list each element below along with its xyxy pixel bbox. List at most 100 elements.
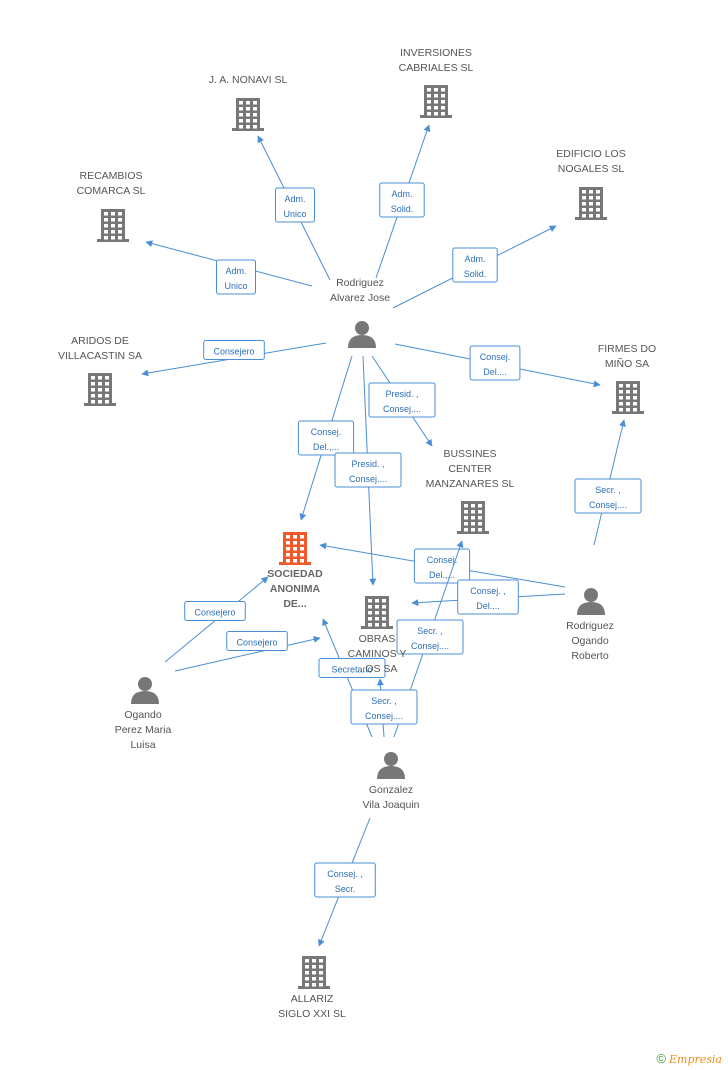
- edge-label-text: Consejero: [194, 608, 235, 618]
- node-obras[interactable]: OBRAS CAMINOS Y ...OS SA: [348, 596, 407, 675]
- node-label: Perez Maria: [115, 724, 172, 736]
- edge-label-text: Consejero: [213, 347, 254, 357]
- edge-label-text: Solid.: [391, 204, 414, 214]
- node-label: MIÑO SA: [605, 357, 649, 370]
- edge-label-box[interactable]: [203, 340, 265, 360]
- edge-label-box[interactable]: [297, 420, 355, 456]
- edge-label-box[interactable]: [452, 247, 498, 283]
- edge-label-text: Consej....: [411, 641, 449, 651]
- node-label: Vila Joaquin: [362, 799, 419, 811]
- edge-label-box[interactable]: [574, 478, 642, 514]
- node-firmes[interactable]: FIRMES DO MIÑO SA: [598, 343, 656, 414]
- edge-label-box[interactable]: [469, 345, 521, 381]
- node-label: RECAMBIOS: [79, 170, 142, 182]
- node-label: Gonzalez: [369, 784, 413, 796]
- edge-label-box[interactable]: [216, 259, 256, 295]
- node-label: ARIDOS DE: [71, 335, 129, 347]
- node-nonavi[interactable]: J. A. NONAVI SL: [209, 74, 288, 131]
- edge-label-box[interactable]: [396, 619, 464, 655]
- edge-label-text: Consej....: [349, 474, 387, 484]
- edge-line: [174, 635, 321, 672]
- node-label: DE...: [283, 598, 306, 610]
- edge-8: Presid. , Consej....: [334, 355, 402, 586]
- edge-label-text: Consej....: [365, 711, 403, 721]
- edge-label-text: Secr.: [335, 884, 356, 894]
- node-label: CAMINOS Y: [348, 648, 407, 660]
- node-label: ...OS SA: [357, 663, 398, 675]
- edge-label-text: Del....: [476, 601, 500, 611]
- edge-label-text: Consej....: [589, 500, 627, 510]
- edge-label-text: Adm.: [391, 189, 412, 199]
- copyright-symbol: ©: [656, 1051, 666, 1066]
- edge-2: Adm.Solid.: [392, 225, 557, 309]
- edge-label-text: Adm.: [225, 266, 246, 276]
- edge-label-text: Secretario: [331, 665, 372, 675]
- edge-label-text: Del.,...: [313, 442, 339, 452]
- person-icon: [377, 752, 405, 779]
- brand-logo[interactable]: Empresia: [669, 1053, 722, 1066]
- person-icon: [577, 588, 605, 615]
- edge-4: Consejero: [141, 340, 327, 377]
- building-icon: [420, 85, 452, 118]
- building-icon: [361, 596, 393, 629]
- node-label: OBRAS: [359, 633, 396, 645]
- node-label: Rodriguez: [336, 277, 384, 289]
- copyright-footer: © Empresia: [656, 1051, 722, 1066]
- edge-label-text: Del....: [483, 367, 507, 377]
- edge-label-box[interactable]: [184, 601, 246, 621]
- node-aridos[interactable]: ARIDOS DE VILLACASTIN SA: [58, 335, 142, 406]
- edge-label-text: Solid.: [464, 269, 487, 279]
- node-label: Luisa: [130, 739, 155, 751]
- edge-13: Consejero: [174, 631, 321, 672]
- edge-label-box[interactable]: [226, 631, 288, 651]
- edge-label-box[interactable]: [334, 452, 402, 488]
- edge-label-box[interactable]: [368, 382, 436, 418]
- edge-11: Consej. , Del....: [411, 579, 566, 615]
- node-label: INVERSIONES: [400, 47, 472, 59]
- node-label: SOCIEDAD: [267, 568, 323, 580]
- edge-label-text: Presid. ,: [385, 389, 418, 399]
- edge-label-text: Del.,...: [429, 570, 455, 580]
- building-icon: [84, 373, 116, 406]
- node-inversiones[interactable]: INVERSIONES CABRIALES SL: [399, 47, 474, 118]
- node-label: Ogando: [124, 709, 162, 721]
- building-icon: [612, 381, 644, 414]
- edge-label-text: Consej.: [480, 352, 511, 362]
- person-icon: [348, 321, 376, 348]
- edge-label-text: Unico: [224, 281, 247, 291]
- edge-1: Adm. Solid.: [375, 124, 431, 279]
- edge-label-text: Presid. ,: [351, 459, 384, 469]
- edge-0: Adm.Unico: [257, 135, 331, 281]
- edge-17: Consej. , Secr.: [314, 817, 376, 947]
- edge-label-text: Secr. ,: [595, 485, 621, 495]
- edge-label-text: Consej. ,: [327, 869, 363, 879]
- edge-label-box[interactable]: [318, 658, 386, 678]
- edge-3: Adm. Unico: [145, 240, 313, 295]
- edge-label-text: Consej. ,: [470, 586, 506, 596]
- building-icon: [575, 187, 607, 220]
- edge-label-box[interactable]: [457, 579, 519, 615]
- node-label: FIRMES DO: [598, 343, 656, 355]
- edge-15: Secretario: [318, 618, 386, 738]
- edge-10: Consej.Del.,...: [319, 542, 566, 588]
- node-label: CABRIALES SL: [399, 62, 474, 74]
- edge-label-box[interactable]: [314, 862, 376, 898]
- edge-label-box[interactable]: [275, 187, 315, 223]
- edge-label-text: Adm.: [284, 194, 305, 204]
- edge-label-box[interactable]: [379, 182, 425, 218]
- edge-label-box[interactable]: [350, 689, 418, 725]
- node-label: Rodriguez: [566, 620, 614, 632]
- node-label: VILLACASTIN SA: [58, 350, 142, 362]
- node-label: ALLARIZ: [291, 993, 334, 1005]
- node-sociedad[interactable]: SOCIEDADANONIMADE...: [267, 532, 323, 610]
- edge-label-text: Consej....: [383, 404, 421, 414]
